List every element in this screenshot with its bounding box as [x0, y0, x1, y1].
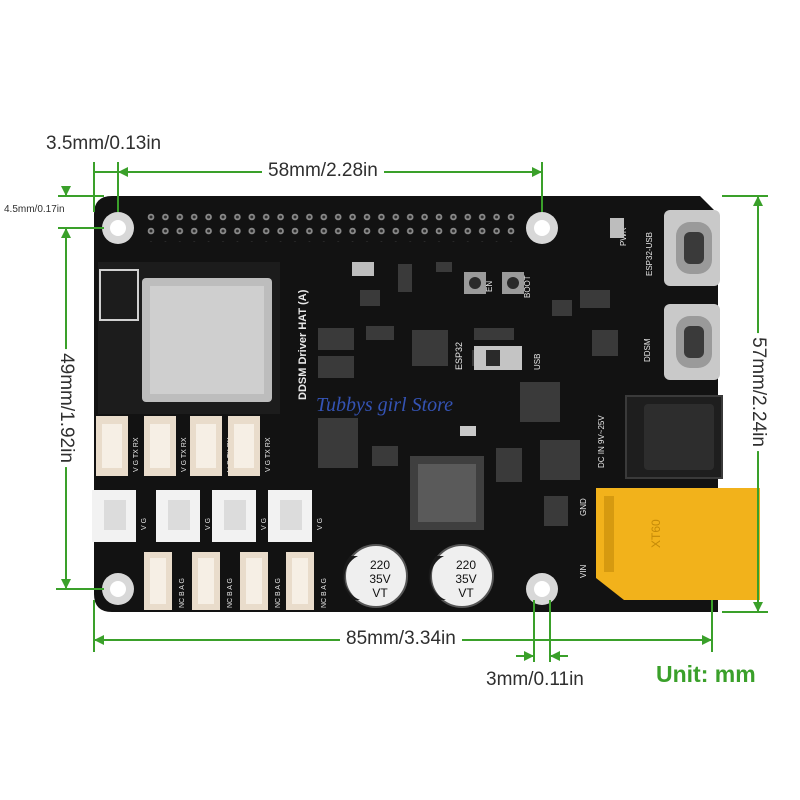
cap-value: 220	[456, 558, 476, 572]
inductor	[410, 456, 484, 530]
dim-line-hole-diameter	[516, 600, 568, 662]
mounting-hole	[526, 573, 558, 605]
uart-pin-label: V G TX RX	[133, 437, 140, 472]
boot-button	[502, 272, 524, 294]
hole-diameter-label: 3mm/0.11in	[486, 669, 584, 690]
motor-pin-label: NC B A G	[227, 578, 234, 608]
en-button	[464, 272, 486, 294]
motor-connector: NC B A G	[286, 552, 328, 610]
dc-in-label: DC IN 9V~25V	[597, 415, 606, 468]
uart-connector: V G TX RX	[96, 416, 140, 476]
mounting-hole	[102, 212, 134, 244]
uart-connector: V G TX RX	[228, 416, 272, 476]
smd-components	[318, 218, 624, 526]
motor-connector: NC B A G	[192, 552, 234, 610]
servo-pin-label: V G	[261, 518, 268, 530]
board-name: DDSM Driver HAT (A)	[297, 289, 309, 400]
ddsm-label: DDSM	[643, 338, 652, 362]
servo-connector: V G	[268, 490, 324, 542]
uart-pin-label: V G TX RX	[181, 437, 188, 472]
uart-pin-label: V G TX RX	[265, 437, 272, 472]
esp32-module	[98, 262, 280, 414]
boot-label: BOOT	[523, 275, 532, 298]
hole-offset-y-label: 4.5mm/0.17in	[4, 204, 65, 215]
board-height-label: 57mm/2.24in	[747, 333, 769, 451]
dc-jack	[625, 395, 723, 479]
hole-offset-x-label: 3.5mm/0.13in	[46, 133, 162, 154]
gnd-label: GND	[579, 498, 588, 516]
cap-value: 220	[370, 558, 390, 572]
store-watermark: Tubbys girl Store	[316, 394, 454, 416]
motor-connector: NC B A G	[240, 552, 282, 610]
xt60-text: XT60	[649, 519, 663, 548]
servo-pin-label: V G	[141, 518, 148, 530]
gpio-header	[146, 210, 520, 242]
motor-pin-label: NC B A G	[275, 578, 282, 608]
servo-connector: V G	[156, 490, 212, 542]
capacitor: 220 35V VT	[428, 544, 494, 608]
usb-c-port	[664, 304, 720, 380]
cap-voltage: 35V	[455, 572, 476, 586]
motor-connector: NC B A G	[144, 552, 186, 610]
cap-series: VT	[458, 586, 474, 600]
dim-line-hole-offset-x	[93, 162, 118, 212]
en-label: EN	[485, 281, 494, 292]
usb-label: USB	[533, 354, 542, 370]
esp32-label: ESP32	[454, 342, 464, 370]
servo-pin-label: V G	[317, 518, 324, 530]
motor-pin-label: NC B A G	[179, 578, 186, 608]
servo-connector: V G	[92, 490, 148, 542]
usb-c-port	[664, 210, 720, 286]
esp32-usb-label: ESP32-USB	[645, 232, 654, 276]
mounting-hole	[102, 573, 134, 605]
mounting-hole	[526, 212, 558, 244]
unit-label: Unit: mm	[656, 661, 756, 687]
slide-switch-knob	[486, 350, 500, 366]
uart-connector: V G TX RX	[144, 416, 188, 476]
dim-line-board-height	[722, 195, 768, 613]
servo-connector: V G	[212, 490, 268, 542]
capacitor: 220 35V VT	[342, 544, 408, 608]
cap-voltage: 35V	[369, 572, 390, 586]
cap-series: VT	[372, 586, 388, 600]
vin-label: VIN	[579, 564, 588, 578]
hole-spacing-x-label: 58mm/2.28in	[262, 160, 384, 182]
xt60-connector: XT60	[596, 488, 760, 600]
motor-pin-label: NC B A G	[321, 578, 328, 608]
servo-pin-label: V G	[205, 518, 212, 530]
board-width-label: 85mm/3.34in	[340, 628, 462, 650]
hole-spacing-y-label: 49mm/1.92in	[55, 349, 77, 467]
